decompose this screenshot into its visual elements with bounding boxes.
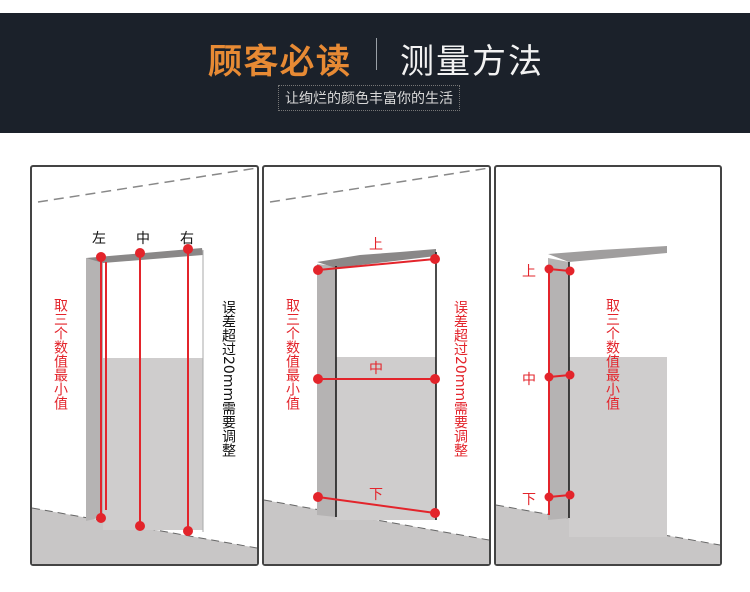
label-right: 右 bbox=[180, 231, 194, 247]
measure-point bbox=[96, 513, 106, 523]
measure-point bbox=[135, 248, 145, 258]
subtitle: 让绚烂的颜色丰富你的生活 bbox=[278, 85, 460, 111]
note-take-minimum: 取三个数值最小值 bbox=[604, 298, 620, 410]
note-error-tolerance: 误差超过20mm需要调整 bbox=[452, 300, 468, 458]
label-top: 上 bbox=[522, 264, 536, 280]
panel-width-measure bbox=[30, 165, 259, 566]
header-banner bbox=[0, 13, 750, 133]
label-bottom: 下 bbox=[522, 492, 536, 508]
measure-point bbox=[96, 252, 106, 262]
panel-height-measure bbox=[262, 165, 491, 566]
title-divider bbox=[376, 38, 377, 70]
measure-point bbox=[183, 244, 193, 254]
label-top: 上 bbox=[369, 237, 383, 253]
label-left: 左 bbox=[92, 231, 106, 247]
measure-point bbox=[135, 521, 145, 531]
measure-point bbox=[183, 526, 193, 536]
page-title: 测量方法 bbox=[400, 42, 544, 82]
note-take-minimum: 取三个数值最小值 bbox=[284, 298, 300, 410]
panel-depth-measure bbox=[494, 165, 722, 566]
title-accent: 顾客必读 bbox=[208, 42, 352, 82]
label-middle: 中 bbox=[136, 231, 150, 247]
label-middle: 中 bbox=[369, 361, 383, 377]
label-middle: 中 bbox=[522, 372, 536, 388]
label-bottom: 下 bbox=[369, 487, 383, 503]
note-take-minimum: 取三个数值最小值 bbox=[52, 298, 68, 410]
note-error-tolerance: 误差超过20mm需要调整 bbox=[220, 300, 236, 458]
